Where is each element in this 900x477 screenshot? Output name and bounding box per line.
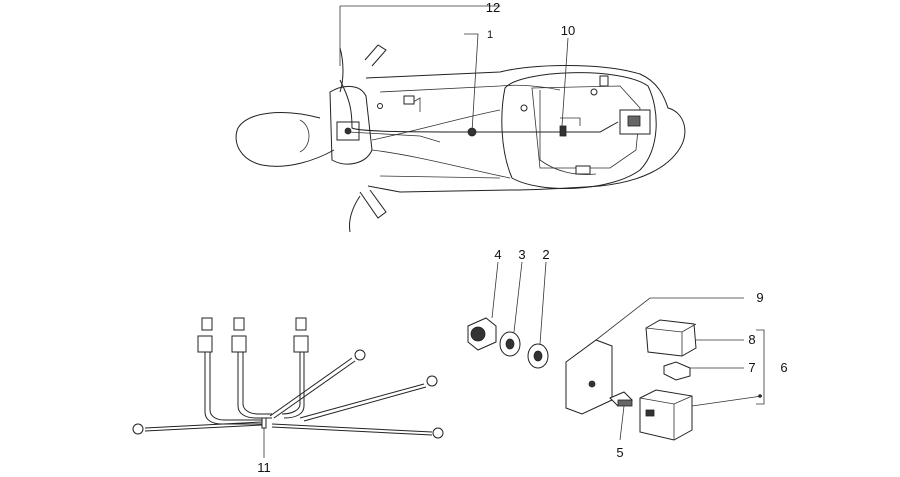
callout-3: 3 xyxy=(518,247,525,262)
callout-5: 5 xyxy=(616,445,623,460)
callout-9: 9 xyxy=(756,290,763,305)
callout-12: 12 xyxy=(486,0,500,15)
callout-8: 8 xyxy=(748,332,755,347)
callout-6: 6 xyxy=(780,360,787,375)
callout-labels: 12 1 10 4 3 2 9 8 7 6 5 11 xyxy=(257,0,787,475)
leader-lines xyxy=(263,5,765,458)
callout-10: 10 xyxy=(561,23,575,38)
parts-assembly xyxy=(467,317,697,441)
callout-7: 7 xyxy=(748,360,755,375)
scooter-top-view xyxy=(235,44,686,233)
callout-1: 1 xyxy=(487,29,493,41)
callout-11: 11 xyxy=(257,460,271,475)
callout-2: 2 xyxy=(542,247,549,262)
callout-4: 4 xyxy=(494,247,501,262)
cable-harness xyxy=(132,317,444,439)
